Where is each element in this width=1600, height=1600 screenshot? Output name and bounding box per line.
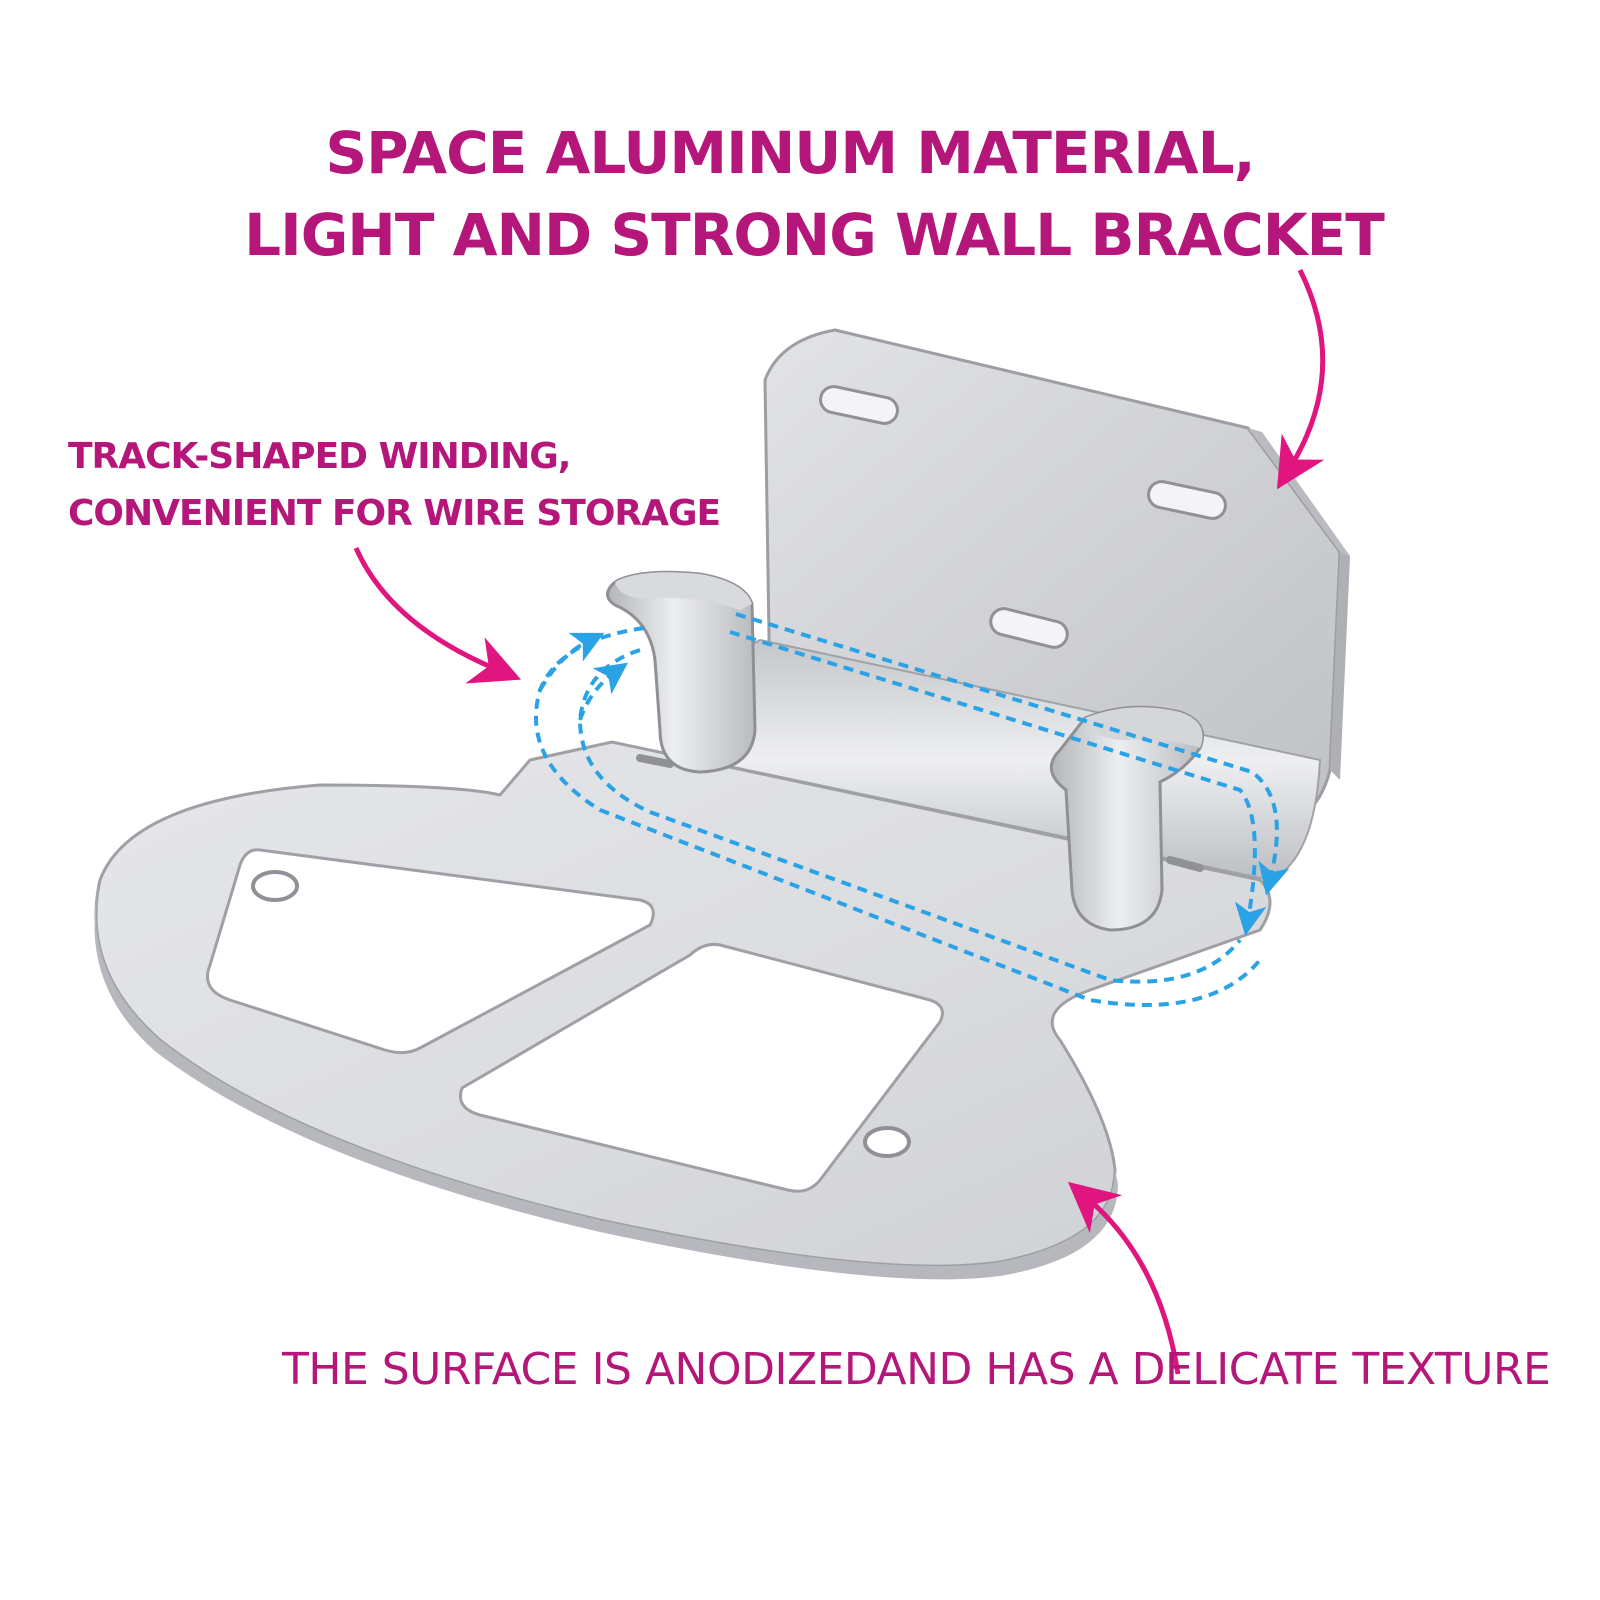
curved-arrow-icon <box>1276 268 1326 490</box>
headline-line-1: SPACE ALUMINUM MATERIAL, <box>325 119 1255 187</box>
right-hook <box>1049 705 1204 932</box>
track-winding-callout: TRACK-SHAPED WINDING, CONVENIENT FOR WIR… <box>68 428 721 542</box>
left-hook <box>606 570 757 774</box>
base-plate <box>94 740 1272 1280</box>
headline: SPACE ALUMINUM MATERIAL, LIGHT AND STRON… <box>0 112 1600 276</box>
dashed-winding-arrows-icon <box>534 612 1290 1007</box>
mount-slot-icon <box>1147 480 1227 520</box>
screw-hole-icon <box>251 870 299 902</box>
cutout-window <box>459 943 944 1193</box>
track-callout-line-2: CONVENIENT FOR WIRE STORAGE <box>68 493 721 534</box>
surface-texture-callout: THE SURFACE IS ANODIZEDAND HAS A DELICAT… <box>282 1344 1551 1395</box>
mount-slot-icon <box>989 607 1069 649</box>
mount-slot-icon <box>819 385 899 425</box>
cutout-window <box>206 848 655 1055</box>
track-callout-line-1: TRACK-SHAPED WINDING, <box>68 436 571 477</box>
screw-hole-icon <box>863 1126 911 1158</box>
curved-arrow-icon <box>1067 1181 1181 1375</box>
headline-line-2: LIGHT AND STRONG WALL BRACKET <box>244 201 1385 269</box>
curved-arrow-icon <box>353 546 522 684</box>
